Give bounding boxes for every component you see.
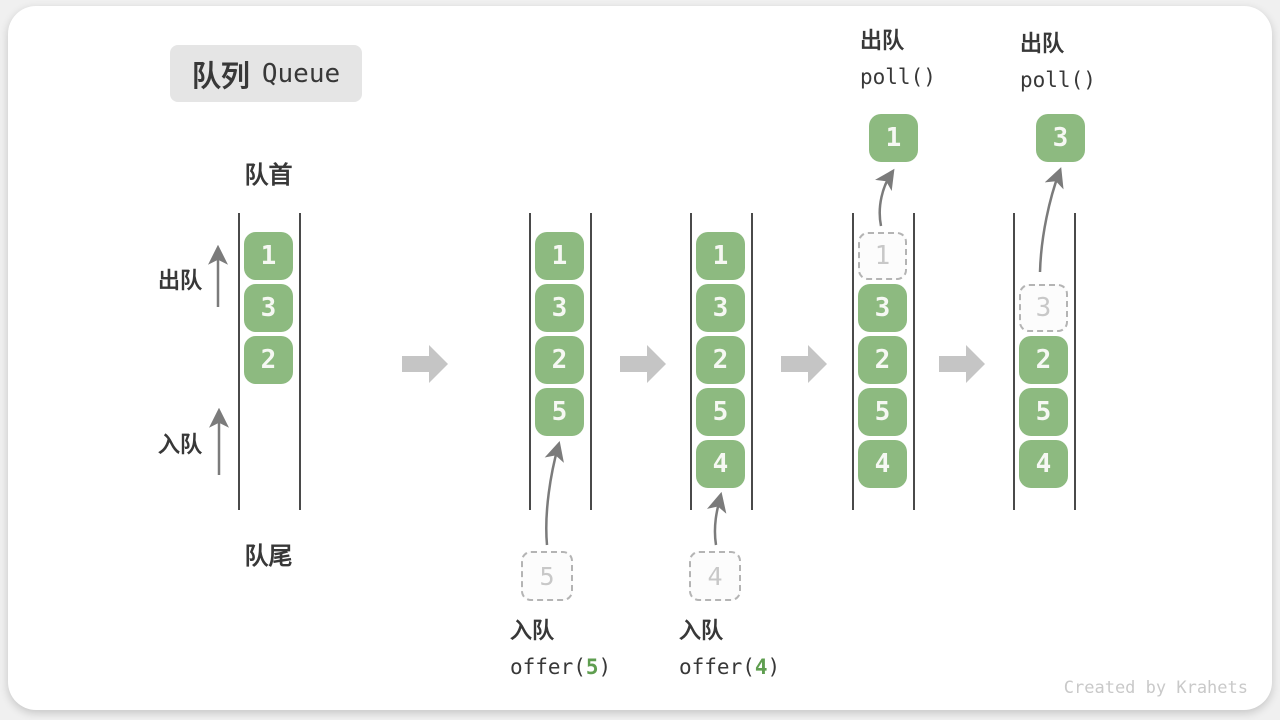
queue-block: 1 — [696, 232, 745, 280]
queue-slot-dashed: 1 — [858, 232, 907, 280]
offer-zh-label: 入队 — [679, 618, 724, 643]
queue-block: 3 — [696, 284, 745, 332]
queue-block: 2 — [1019, 336, 1068, 384]
queue-block: 2 — [535, 336, 584, 384]
queue-block: 3 — [244, 284, 293, 332]
queue-block: 5 — [858, 388, 907, 436]
queue-wall-right — [913, 213, 915, 510]
queue-block: 5 — [696, 388, 745, 436]
title-badge: 队列 Queue — [170, 45, 362, 102]
enqueue-value-box: 5 — [521, 551, 573, 601]
queue-rear-label: 队尾 — [244, 543, 293, 570]
queue-wall-right — [1074, 213, 1076, 510]
queue-block: 5 — [1019, 388, 1068, 436]
queue-block: 4 — [858, 440, 907, 488]
queue-wall-left — [238, 213, 240, 510]
diagram-card — [8, 6, 1272, 710]
queue-front-label: 队首 — [244, 162, 293, 189]
queue-wall-right — [751, 213, 753, 510]
enqueue-side-label: 入队 — [157, 432, 202, 457]
queue-block: 4 — [1019, 440, 1068, 488]
queue-wall-left — [852, 213, 854, 510]
queue-wall-left — [1013, 213, 1015, 510]
dequeue-side-label: 出队 — [157, 268, 202, 293]
poll-zh-label: 出队 — [860, 28, 905, 53]
queue-block: 2 — [858, 336, 907, 384]
queue-block: 4 — [696, 440, 745, 488]
queue-block: 2 — [244, 336, 293, 384]
offer-op-label: 入队 offer(5) — [510, 612, 611, 686]
queue-wall-right — [590, 213, 592, 510]
poll-code-label: poll() — [860, 65, 936, 89]
offer-arg: 5 — [585, 655, 599, 679]
offer-op-label: 入队 offer(4) — [679, 612, 780, 686]
offer-code-label: offer(4) — [679, 655, 781, 679]
poll-code-label: poll() — [1020, 68, 1096, 92]
queue-block: 3 — [858, 284, 907, 332]
queue-wall-right — [299, 213, 301, 510]
queue-wall-left — [690, 213, 692, 510]
dequeued-block: 3 — [1036, 114, 1085, 162]
dequeued-block: 1 — [869, 114, 918, 162]
queue-block: 3 — [535, 284, 584, 332]
offer-arg: 4 — [754, 655, 768, 679]
title-zh: 队列 — [191, 60, 250, 93]
poll-op-label: 出队 poll() — [860, 22, 936, 96]
poll-op-label: 出队 poll() — [1020, 25, 1096, 99]
watermark: Created by Krahets — [1063, 678, 1248, 698]
offer-zh-label: 入队 — [510, 618, 555, 643]
queue-block: 5 — [535, 388, 584, 436]
queue-slot-dashed: 3 — [1019, 284, 1068, 332]
queue-wall-left — [529, 213, 531, 510]
offer-code-label: offer(5) — [510, 655, 612, 679]
poll-zh-label: 出队 — [1020, 31, 1065, 56]
queue-block: 2 — [696, 336, 745, 384]
title-en: Queue — [261, 58, 341, 89]
queue-block: 1 — [244, 232, 293, 280]
queue-block: 1 — [535, 232, 584, 280]
enqueue-value-box: 4 — [689, 551, 741, 601]
